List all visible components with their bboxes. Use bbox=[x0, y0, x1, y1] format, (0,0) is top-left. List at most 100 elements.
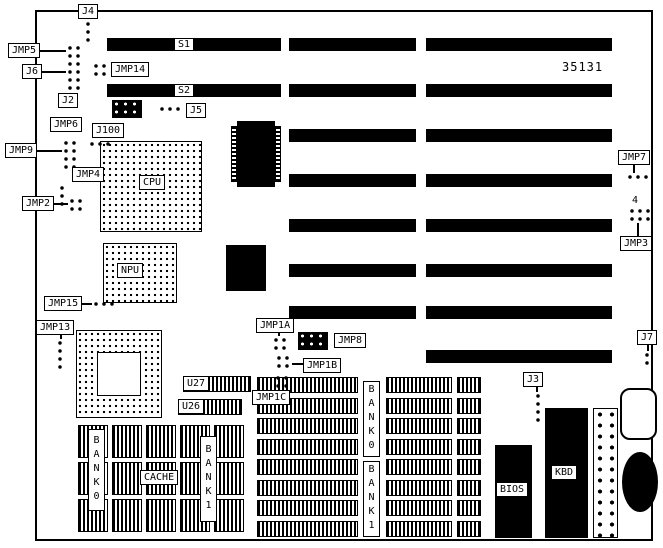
dram-chip-row5-c bbox=[457, 459, 481, 475]
isa-slot-row6-seg2 bbox=[426, 264, 612, 277]
isa-slot-row4-seg1 bbox=[289, 174, 416, 187]
j100-label: J100 bbox=[92, 123, 125, 138]
j3-label: J3 bbox=[523, 372, 544, 387]
jmp5-leader-line bbox=[38, 50, 66, 52]
cache-chip-r1c3 bbox=[146, 425, 176, 458]
j3-leader-line bbox=[536, 387, 538, 392]
isa-slot-row8-seg1 bbox=[426, 350, 612, 363]
dram-chip-row4-b bbox=[386, 439, 452, 455]
isa-slot-row3-seg1 bbox=[289, 129, 416, 142]
slot-label-s1: S1 bbox=[174, 38, 195, 51]
jmp3-leader-line bbox=[637, 223, 639, 236]
kbd-label: KBD bbox=[551, 465, 578, 480]
jmp1c-pins bbox=[274, 374, 290, 390]
j5-pins bbox=[158, 105, 182, 113]
j6-pins bbox=[66, 68, 82, 92]
dram-chip-row4-a bbox=[257, 439, 358, 455]
jmp9-pins bbox=[62, 139, 78, 171]
cache-bank0-label: BANK0 bbox=[88, 429, 105, 511]
jmp6-block bbox=[112, 100, 142, 118]
jmp7-leader-line bbox=[633, 165, 635, 173]
j6-label: J6 bbox=[22, 64, 43, 79]
jmp7-label: JMP7 bbox=[618, 150, 651, 165]
isa-slot-row5-seg2 bbox=[426, 219, 612, 232]
dram-bank0-label: BANK0 bbox=[363, 381, 380, 457]
jmp14-pins bbox=[92, 62, 108, 78]
isa-slot-row6-seg1 bbox=[289, 264, 416, 277]
j100-pins bbox=[88, 140, 112, 148]
isa-slot-row2-seg3 bbox=[426, 84, 612, 97]
isa-slot-row7-seg2 bbox=[426, 306, 612, 319]
isa-slot-row1-seg3 bbox=[426, 38, 612, 51]
jmp15-pins bbox=[92, 300, 116, 308]
jmp9-leader-line bbox=[35, 150, 62, 152]
cache-chip-r3c2 bbox=[112, 499, 142, 532]
j7-pins bbox=[643, 351, 651, 367]
dram-chip-row3-b bbox=[386, 418, 452, 434]
qfp-pins-left bbox=[231, 126, 237, 182]
slot-label-s2: S2 bbox=[174, 84, 195, 97]
dram-chip-row2-c bbox=[457, 398, 481, 414]
dram-chip-row3-c bbox=[457, 418, 481, 434]
j7-leader-line bbox=[647, 345, 649, 351]
square-chip bbox=[226, 245, 266, 291]
isa-slot-row1-seg2 bbox=[289, 38, 416, 51]
jmp3-pins bbox=[628, 207, 652, 223]
j4-pins bbox=[84, 20, 92, 44]
dram-chip-row7-c bbox=[457, 500, 481, 516]
j3-pins bbox=[534, 392, 542, 424]
dram-chip-row5-a bbox=[257, 459, 358, 475]
jmp3-label: JMP3 bbox=[620, 236, 653, 251]
dram-chip-row8-b bbox=[386, 521, 452, 537]
npu-label: NPU bbox=[117, 263, 144, 278]
j4-label: J4 bbox=[78, 4, 99, 19]
dram-chip-row8-c bbox=[457, 521, 481, 537]
isa-slot-row5-seg1 bbox=[289, 219, 416, 232]
isa-slot-row2-seg2 bbox=[289, 84, 416, 97]
jmp6-label: JMP6 bbox=[50, 117, 83, 132]
u26-label: U26 bbox=[178, 399, 205, 414]
qfp-chip bbox=[237, 121, 275, 187]
dram-chip-row5-b bbox=[386, 459, 452, 475]
npu-socket bbox=[103, 243, 177, 303]
jmp13-leader-line bbox=[60, 335, 62, 339]
jmp3-pin4-label: 4 bbox=[632, 195, 639, 206]
jmp5-label: JMP5 bbox=[8, 43, 41, 58]
cache-label: CACHE bbox=[140, 470, 179, 485]
dram-chip-row4-c bbox=[457, 439, 481, 455]
dram-chip-row6-c bbox=[457, 480, 481, 496]
jmp8-block bbox=[298, 332, 328, 350]
j6-leader-line bbox=[40, 71, 66, 73]
jmp14-label: JMP14 bbox=[111, 62, 150, 77]
jmp1b-leader-line bbox=[292, 363, 303, 365]
jmp4-label: JMP4 bbox=[72, 167, 105, 182]
jmp13-label: JMP13 bbox=[36, 320, 75, 335]
jmp9-label: JMP9 bbox=[5, 143, 38, 158]
keyboard-din-connector bbox=[622, 452, 658, 512]
cpu-label: CPU bbox=[139, 175, 166, 190]
u27-label: U27 bbox=[183, 376, 210, 391]
jmp5-pins bbox=[66, 44, 82, 68]
part-number: 35131 bbox=[562, 60, 604, 74]
dram-chip-row1-c bbox=[457, 377, 481, 393]
cache-chip-r2c5 bbox=[214, 462, 244, 495]
cache-chip-r1c2 bbox=[112, 425, 142, 458]
bios-label: BIOS bbox=[496, 482, 529, 497]
dram-chip-row7-a bbox=[257, 500, 358, 516]
jmp1a-pins bbox=[272, 336, 288, 352]
j7-label: J7 bbox=[637, 330, 658, 345]
jmp7-pins bbox=[626, 173, 650, 183]
dram-chip-row6-b bbox=[386, 480, 452, 496]
cache-chip-r3c3 bbox=[146, 499, 176, 532]
cache-chip-r3c5 bbox=[214, 499, 244, 532]
jmp13-pins bbox=[56, 339, 64, 371]
cache-chip-r1c5 bbox=[214, 425, 244, 458]
isa-slot-row3-seg2 bbox=[426, 129, 612, 142]
jmp8-label: JMP8 bbox=[334, 333, 367, 348]
jmp1a-leader-line bbox=[278, 333, 280, 336]
j5-label: J5 bbox=[186, 103, 207, 118]
jmp4-pins bbox=[58, 184, 66, 208]
pga-socket-center bbox=[97, 352, 141, 396]
jmp2-pins bbox=[68, 197, 84, 213]
